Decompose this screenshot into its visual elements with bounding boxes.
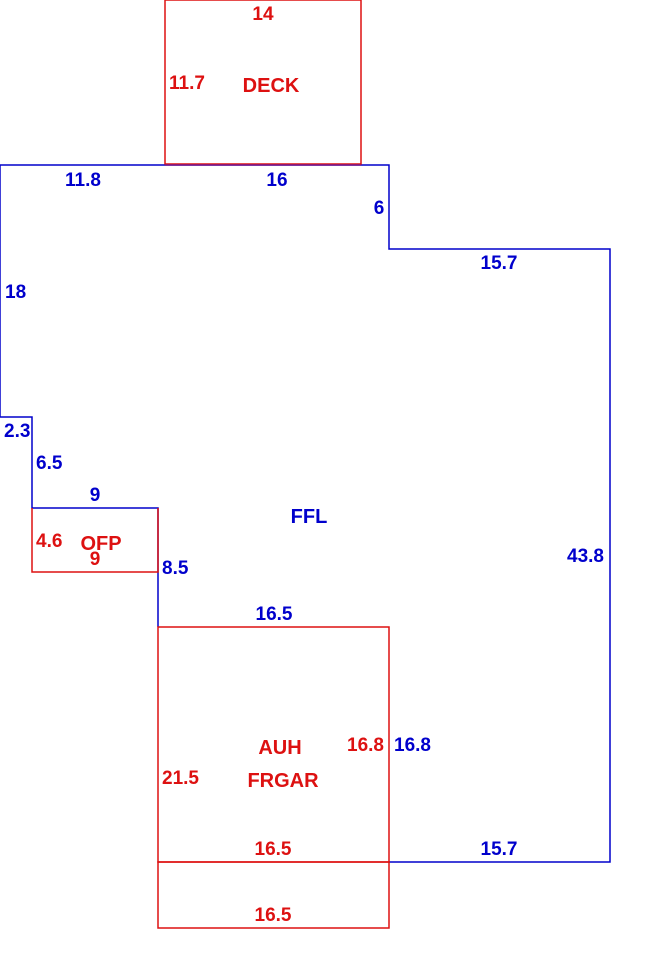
garage-side-dimension: 21.5	[162, 768, 199, 789]
ofp-outline	[31, 508, 159, 573]
garage-bottom-dimension: 16.5	[255, 839, 292, 860]
garage-area-label-line1: AUH	[258, 737, 301, 759]
garage-area-label-line2: FRGAR	[247, 770, 319, 792]
lower-addition-bottom-dimension: 16.5	[255, 905, 292, 926]
main-garage-top-dimension: 16.5	[256, 604, 293, 625]
main-bottom-right-dimension: 15.7	[481, 839, 518, 860]
deck-outline	[164, 0, 362, 165]
main-opp-top-dimension: 9	[90, 485, 101, 506]
main-building-outline	[0, 164, 165, 627]
ofp-side-dimension: 4.6	[36, 531, 62, 552]
main-notch-b-dimension: 6.5	[36, 453, 63, 474]
ofp-area-label: OFP	[80, 533, 121, 555]
deck-top-dimension: 14	[252, 4, 274, 25]
main-step-right-dimension: 6	[374, 198, 385, 219]
deck-side-dimension: 11.7	[169, 73, 205, 94]
ofp-bottom-dimension: 9	[90, 549, 101, 570]
deck-area-label: DECK	[243, 75, 300, 97]
main-right-dimension: 43.8	[567, 546, 604, 567]
main-left-dimension: 18	[5, 282, 26, 303]
main-area-label: FFL	[291, 506, 328, 528]
lower-addition-outline	[157, 861, 390, 929]
main-top-right-dimension: 15.7	[481, 253, 518, 274]
garage-right-dimension: 16.8	[347, 735, 384, 756]
main-top-mid-dimension: 16	[266, 170, 287, 191]
main-opp-side-dimension: 8.5	[162, 558, 189, 579]
main-top-left-dimension: 11.8	[65, 170, 101, 191]
main-garage-right-dimension: 16.8	[394, 735, 431, 756]
main-notch-a-dimension: 2.3	[4, 421, 30, 442]
main-building-outline-right	[165, 164, 611, 863]
